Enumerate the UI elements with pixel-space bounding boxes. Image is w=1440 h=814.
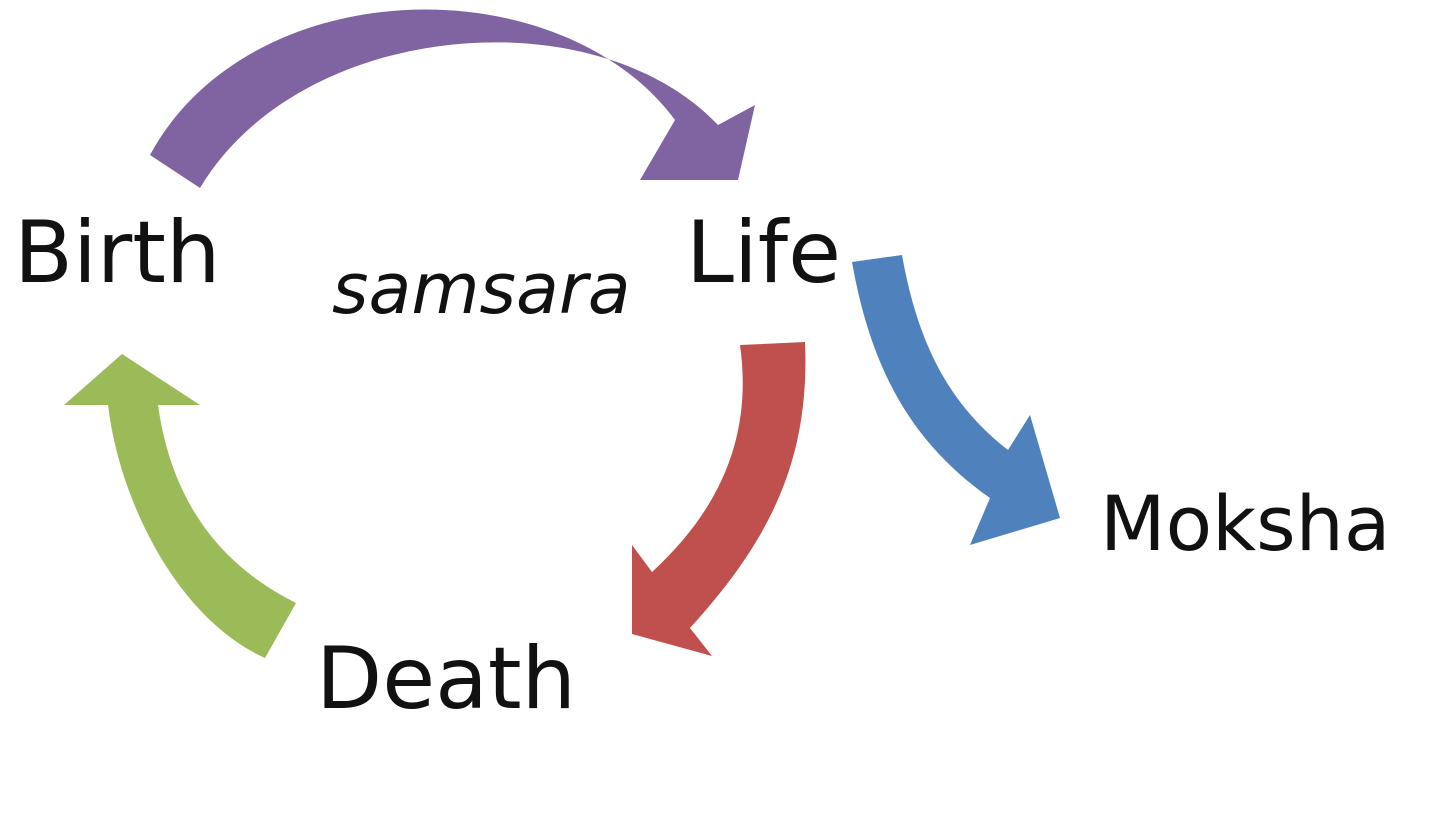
- node-birth: Birth: [14, 203, 221, 303]
- node-moksha: Moksha: [1100, 479, 1391, 568]
- arrow-life-to-death: [632, 342, 806, 656]
- arrow-death-to-birth: [64, 354, 296, 658]
- cycle-label-samsara: samsara: [332, 248, 631, 330]
- node-life: Life: [686, 203, 841, 303]
- arrow-life-to-moksha: [852, 255, 1060, 545]
- arrow-birth-to-life: [150, 9, 755, 188]
- node-death: Death: [316, 629, 577, 729]
